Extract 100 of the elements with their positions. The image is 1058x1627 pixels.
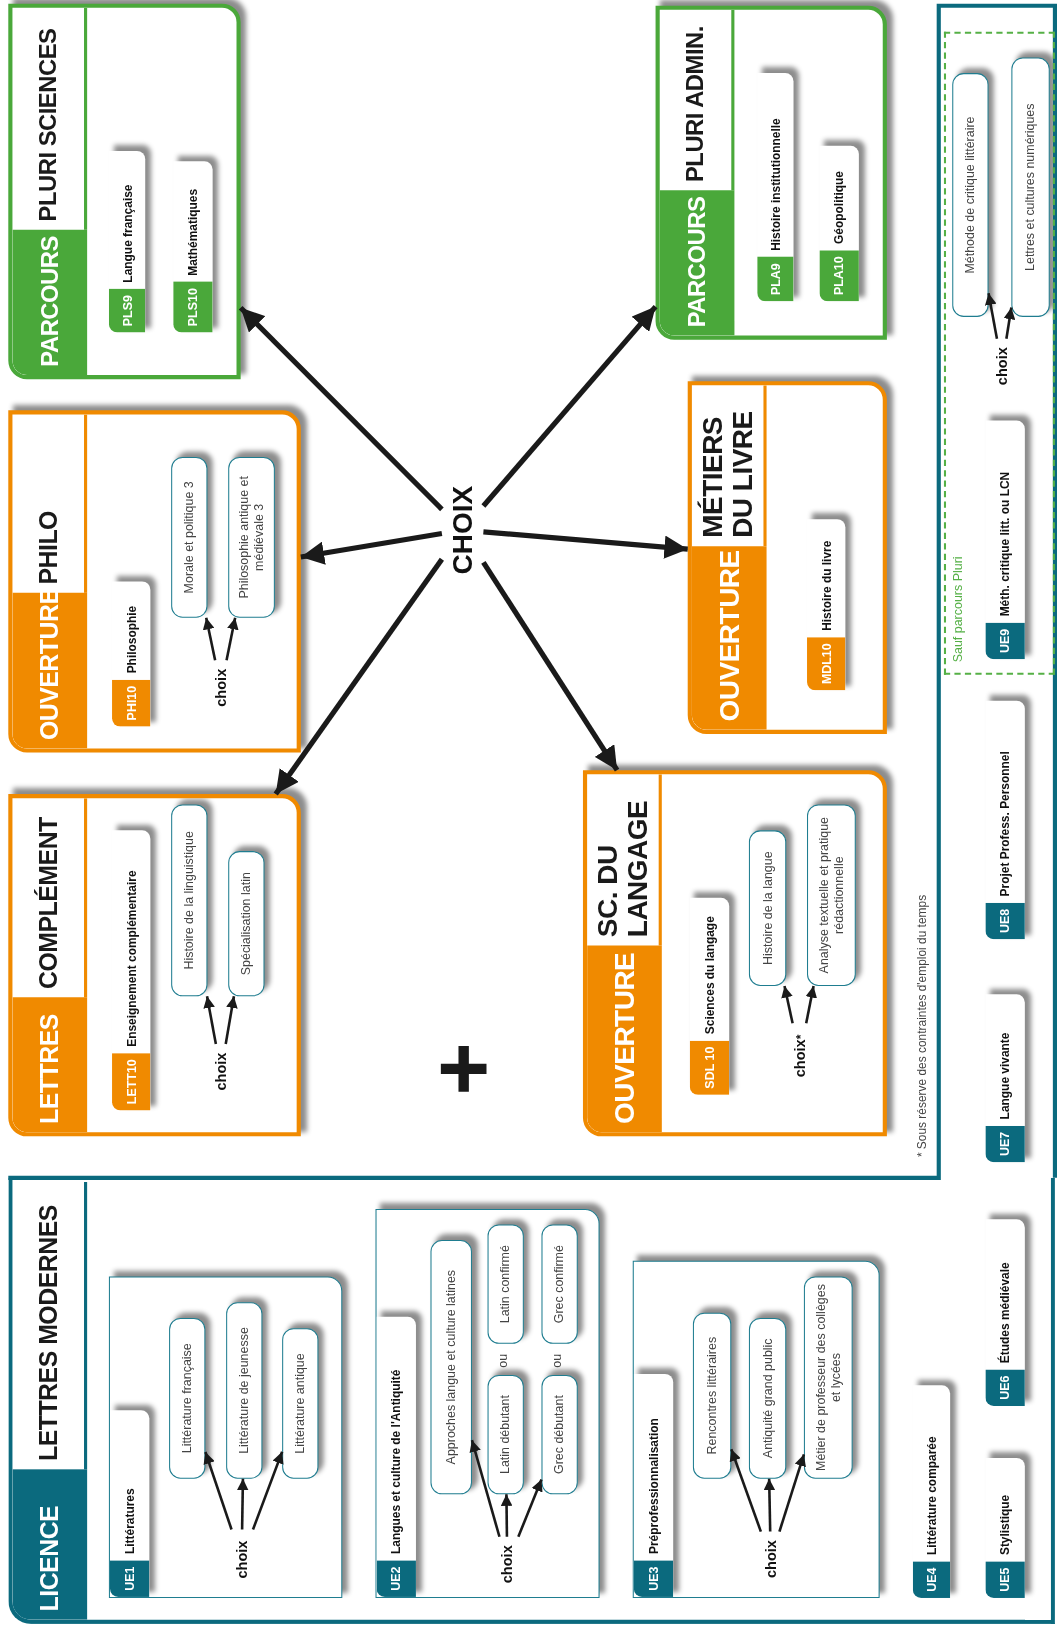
course-tab <box>112 830 151 1111</box>
course-title: Préprofessionnalisation <box>646 1417 662 1557</box>
arrow <box>483 529 688 559</box>
section-title: OUVERTURE <box>12 592 88 748</box>
course-code: UE2 <box>376 1560 416 1597</box>
connector-word: ou <box>495 1353 511 1368</box>
arrow <box>984 293 999 339</box>
option-pill: Grec débutant <box>541 1374 578 1495</box>
arrow <box>778 1454 806 1532</box>
option-pill: Histoire de la linguistique <box>171 804 208 997</box>
course-code: PHI10 <box>112 679 151 727</box>
course-tab <box>985 1457 1025 1598</box>
section-title: PLURI SCIENCES <box>12 10 88 230</box>
option-pill: Lettres et cultures numériques <box>1011 57 1050 317</box>
course-code: UE4 <box>912 1561 951 1598</box>
choice-label: choix <box>230 1533 254 1586</box>
arrow <box>804 985 817 1024</box>
course-title: Langues et culture de l'Antiquité <box>389 1368 404 1557</box>
course-code: UE8 <box>985 902 1025 940</box>
course-title: Méth. critique litt. ou LCN <box>997 470 1013 619</box>
option-pill: Morale et politique 3 <box>171 456 208 618</box>
course-title: Histoire du livre <box>819 539 834 633</box>
section-title: OUVERTURE <box>691 546 767 727</box>
arrow <box>202 617 217 661</box>
arrow <box>251 1451 284 1530</box>
option-pill: Spécialisation latin <box>228 851 265 997</box>
section-title: PLURI ADMIN. <box>659 11 735 191</box>
course-tab <box>985 700 1025 940</box>
section-title: PHILO <box>12 415 88 593</box>
course-box <box>655 5 887 340</box>
section-title: LETTRES <box>12 997 88 1132</box>
course-tab <box>173 161 213 333</box>
course-title: Enseignement complémentaire <box>124 869 140 1049</box>
arrow <box>517 1479 543 1538</box>
course-code: UE3 <box>633 1560 674 1597</box>
arrow <box>469 1439 501 1538</box>
option-pill: Histoire de la langue <box>748 830 787 986</box>
choice-label: choix <box>210 1048 232 1095</box>
section-title: COMPLÉMENT <box>12 798 88 998</box>
course-code: UE7 <box>985 1125 1025 1163</box>
group-note: Sauf parcours Pluri <box>950 556 965 663</box>
course-code: PLA10 <box>819 250 859 302</box>
course-code: UE6 <box>985 1369 1025 1407</box>
course-card <box>375 1208 600 1598</box>
course-box <box>687 381 887 734</box>
course-card <box>108 1276 343 1598</box>
course-title: Stylistique <box>997 1493 1013 1558</box>
option-pill: Grec confirmé <box>541 1224 578 1344</box>
arrow <box>481 304 658 508</box>
course-code: UE1 <box>109 1560 150 1597</box>
arrow <box>203 1451 233 1530</box>
arrow <box>236 1478 249 1530</box>
course-tab <box>376 1316 416 1597</box>
arrow <box>238 305 444 512</box>
course-tab <box>985 994 1025 1163</box>
course-code: UE5 <box>985 1561 1025 1598</box>
option-pill: Littérature française <box>169 1317 206 1479</box>
arrow <box>481 560 620 772</box>
section-title: PARCOURS <box>12 229 88 373</box>
choice-label: choix <box>990 342 1014 390</box>
course-code: PLS9 <box>108 288 146 333</box>
arrow <box>300 530 443 565</box>
course-title: Philosophie <box>124 604 140 676</box>
arrow <box>500 1494 513 1537</box>
section-title: LETTRES MODERNES <box>18 1182 88 1470</box>
course-title: Histoire institutionnelle <box>768 117 783 253</box>
course-tab <box>109 1410 150 1597</box>
choice-label: choix <box>759 1535 783 1583</box>
footnote: * Sous réserve des contraintes d'emploi du temps <box>915 894 929 1158</box>
course-tab <box>108 150 146 333</box>
arrow <box>225 617 239 661</box>
choice-heading: CHOIX <box>446 480 480 580</box>
arrow <box>1003 307 1016 339</box>
course-tab <box>112 581 151 727</box>
course-title: Projet Profess. Personnel <box>997 750 1013 899</box>
course-code: MDL10 <box>807 637 846 691</box>
course-code: PLA9 <box>757 257 794 302</box>
course-tab <box>633 1373 674 1597</box>
course-title: Langue vivante <box>997 1031 1013 1122</box>
course-title: Littératures <box>122 1487 137 1557</box>
option-pill: Latin confirmé <box>487 1224 524 1344</box>
course-card <box>632 1260 880 1598</box>
course-tab <box>912 1385 951 1598</box>
section-title: SC. DU LANGAGE <box>587 775 662 946</box>
course-code: PLS10 <box>173 281 213 333</box>
arrow <box>224 996 238 1045</box>
dashed-group <box>943 31 1055 675</box>
choice-label: choix <box>495 1540 519 1588</box>
course-title: Géopolitique <box>831 170 847 246</box>
option-pill: Approches langue et culture latines <box>430 1240 472 1495</box>
course-code: LETT10 <box>112 1053 151 1111</box>
program-panel <box>8 1177 1055 1624</box>
course-code: UE9 <box>985 622 1025 660</box>
course-box <box>8 794 301 1137</box>
arrow <box>781 985 794 1024</box>
course-box <box>582 770 887 1137</box>
section-title: OUVERTURE <box>587 945 662 1132</box>
section-title: MÉTIERS DU LIVRE <box>691 388 767 547</box>
option-pill: Analyse textuelle et pratique rédactionnelle <box>807 804 856 986</box>
course-title: Mathématiques <box>185 187 201 278</box>
